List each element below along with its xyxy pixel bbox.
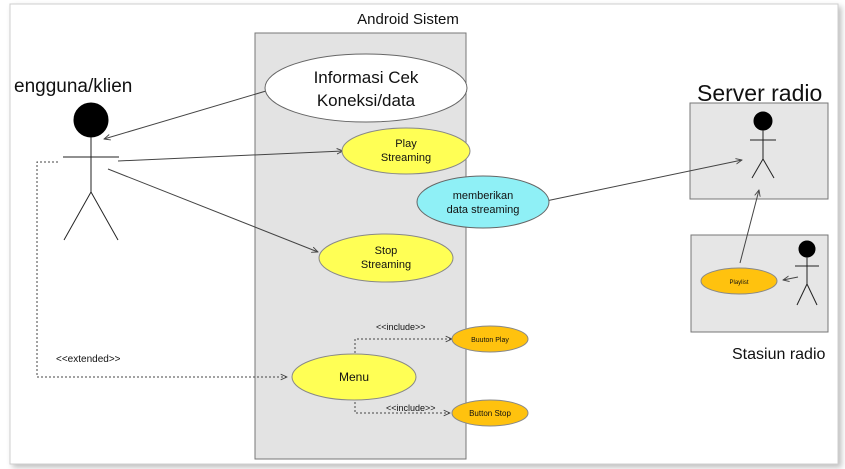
label-include-play: <<include>>	[376, 322, 426, 332]
usecase-button-stop	[451, 399, 529, 427]
usecase-menu-label: Menu	[339, 370, 369, 384]
server-label: Server radio	[697, 80, 822, 106]
usecase-playlist	[700, 267, 778, 295]
line-client-to-play	[117, 151, 343, 162]
system-title: Android Sistem	[357, 11, 459, 28]
actor-client-head	[73, 102, 109, 138]
line-give-to-server	[545, 160, 742, 202]
usecase-button-play	[451, 325, 529, 353]
usecase-info-line1: Informasi Cek	[314, 68, 419, 87]
usecase-menu	[291, 353, 417, 401]
usecase-stop-line2: Streaming	[361, 259, 411, 271]
usecase-info-koneksi	[264, 53, 468, 123]
usecase-stop-streaming	[318, 233, 454, 283]
usecase-play-line2: Streaming	[381, 152, 431, 164]
actor-server	[750, 111, 776, 179]
usecase-play-line1: Play	[395, 138, 417, 150]
line-info-to-client	[104, 90, 267, 139]
line-playlist-to-server	[739, 190, 759, 264]
usecase-play-streaming	[341, 127, 471, 175]
line-extended	[36, 161, 287, 377]
actor-station	[795, 240, 819, 306]
usecase-give-line1: memberikan	[453, 190, 514, 202]
line-station-to-playlist	[783, 277, 799, 280]
usecase-stop-line1: Stop	[375, 245, 398, 257]
label-extended: <<extended>>	[56, 354, 121, 365]
actor-client	[63, 102, 119, 241]
usecase-give-streaming	[416, 175, 550, 229]
usecase-give-line2: data streaming	[447, 204, 520, 216]
label-include-stop: <<include>>	[386, 403, 436, 413]
usecase-button-stop-label: Button Stop	[469, 409, 511, 418]
actor-client-label: engguna/klien	[14, 76, 132, 97]
line-client-to-stop	[107, 168, 318, 252]
usecase-button-play-label: Buuton Play	[471, 337, 509, 344]
station-label: Stasiun radio	[732, 346, 825, 363]
usecase-playlist-label: Playlist	[729, 280, 748, 286]
usecase-info-line2: Koneksi/data	[317, 91, 416, 110]
